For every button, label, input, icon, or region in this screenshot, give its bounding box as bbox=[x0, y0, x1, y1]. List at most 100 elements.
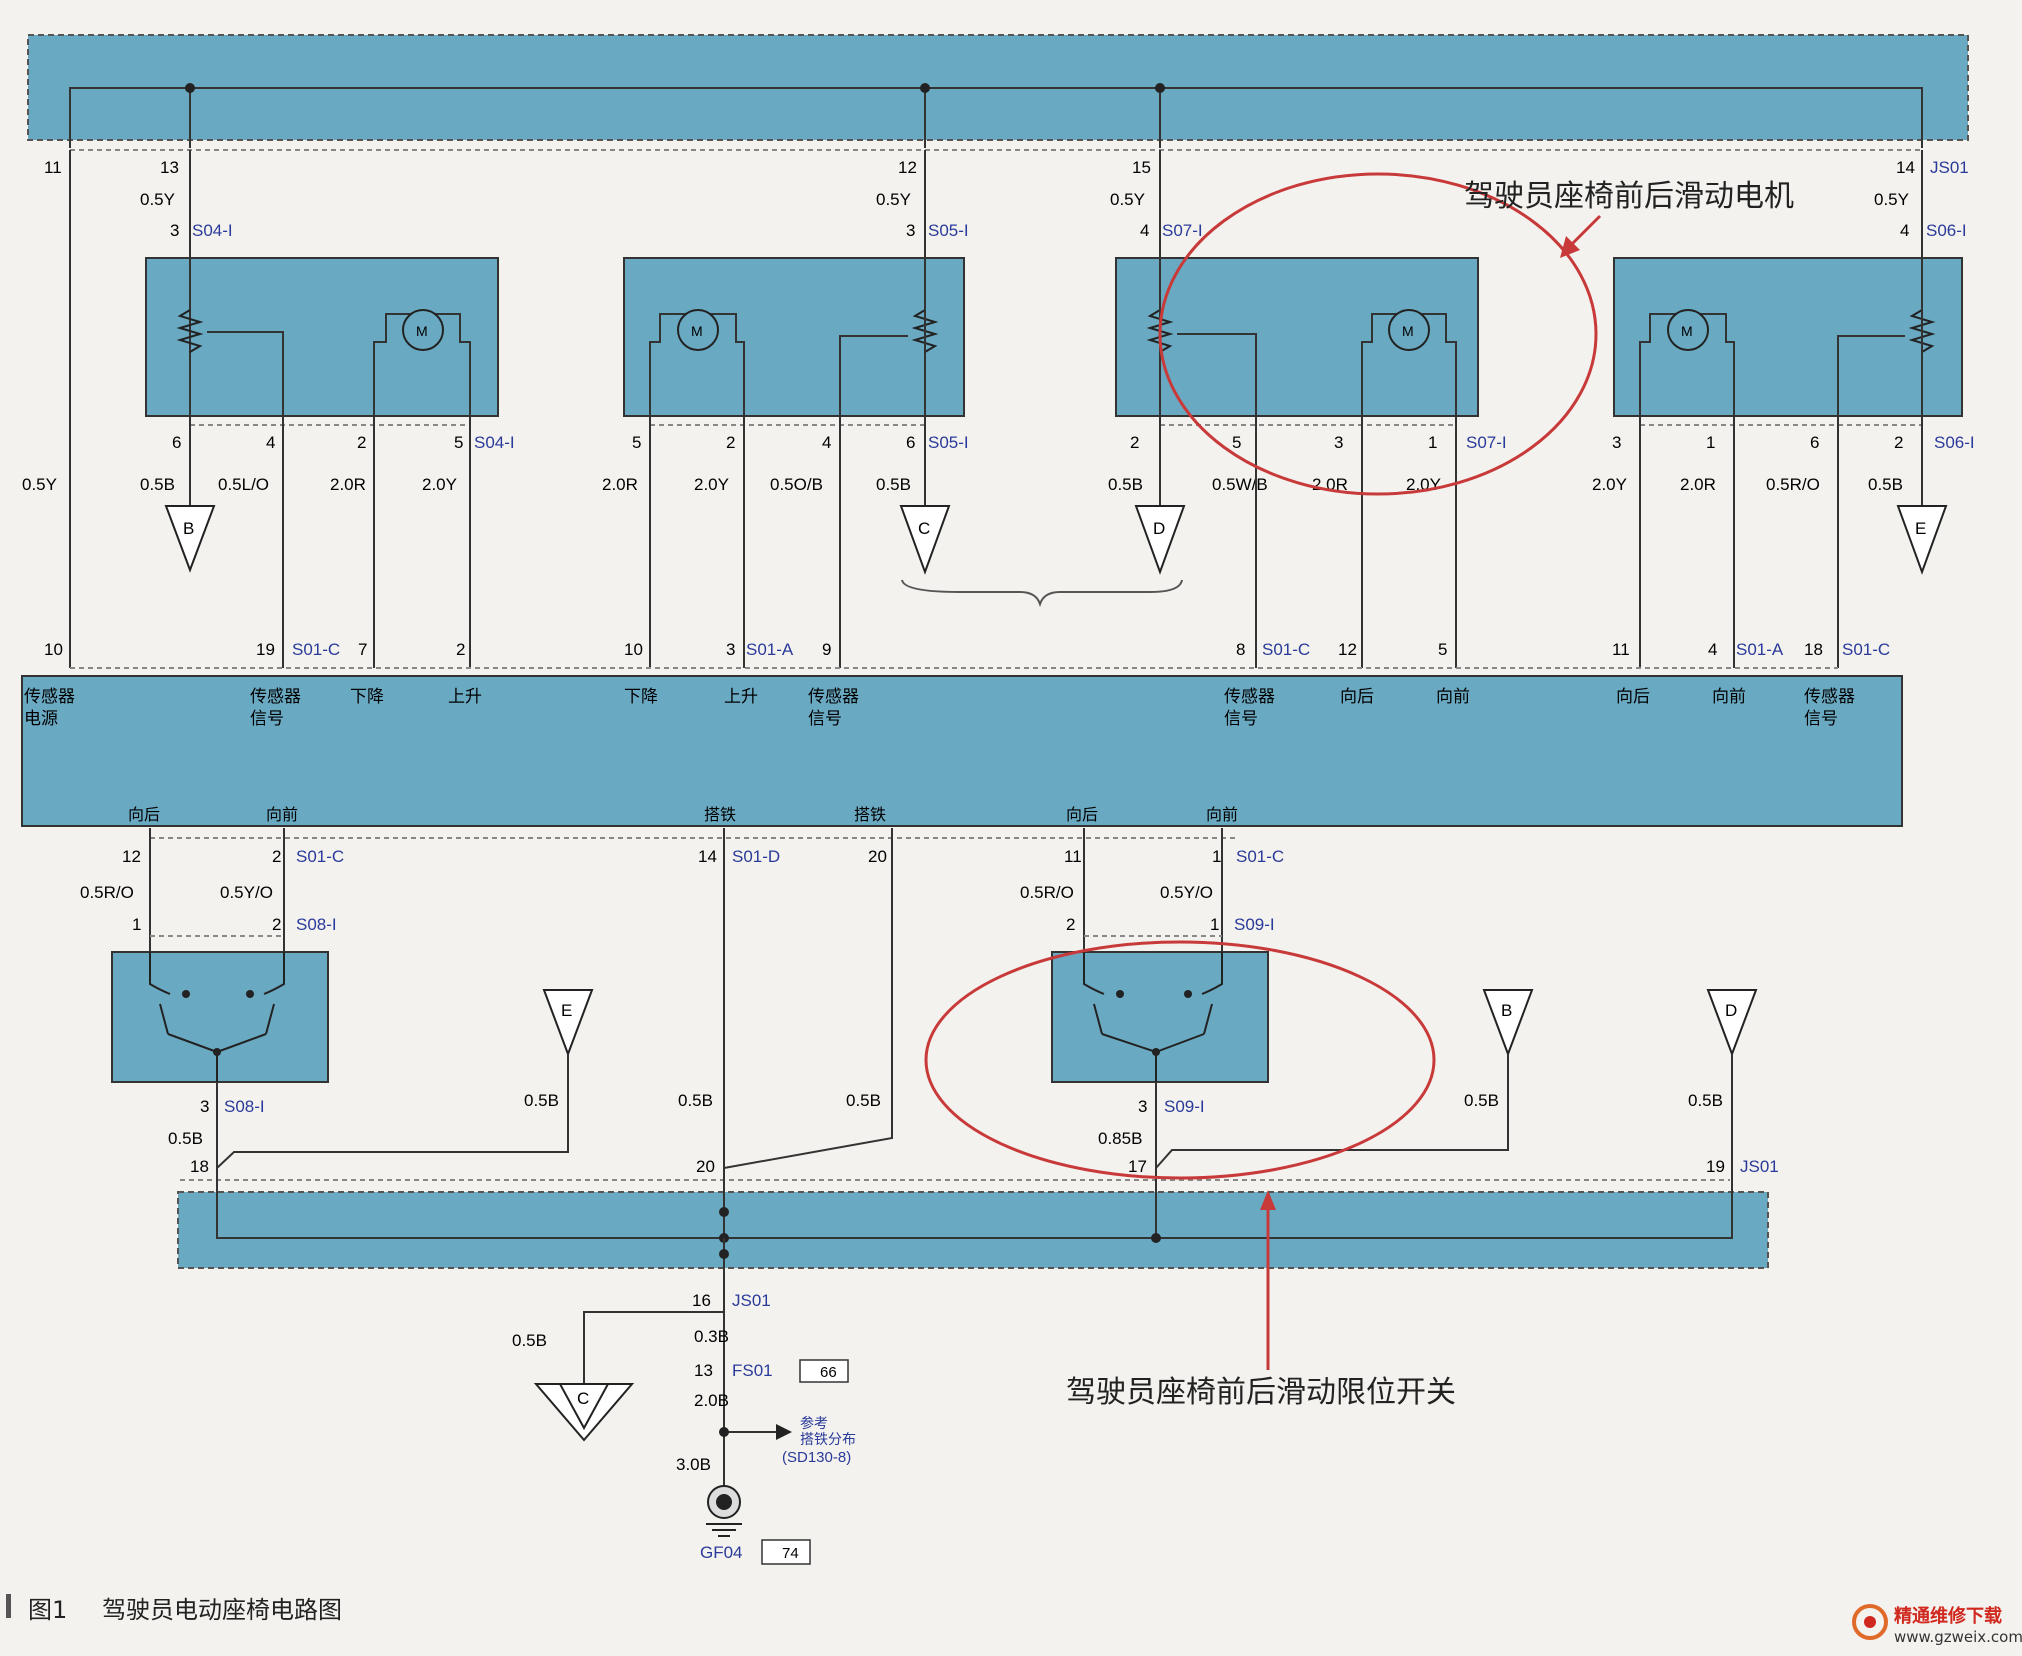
sw2-wire-0.5yo: 0.5Y/O bbox=[1160, 883, 1213, 902]
wire-0.5y-4: 0.5Y bbox=[1874, 190, 1909, 209]
ecu-label-back-4: 向后 bbox=[1066, 805, 1098, 824]
m4-wire-2.0y: 2.0Y bbox=[1592, 475, 1627, 494]
m2-pin-2: 2 bbox=[726, 433, 735, 452]
m2-signal-wires bbox=[649, 420, 841, 668]
seat-control-module bbox=[21, 675, 1903, 827]
sw1-bottom-wire: 0.5B bbox=[168, 1129, 203, 1148]
limit-switch-1 bbox=[111, 951, 329, 1083]
m3-pin-5: 5 bbox=[1232, 433, 1241, 452]
top-pin-14: 14 bbox=[1896, 158, 1915, 177]
caption-bar bbox=[6, 1594, 11, 1618]
watermark-logo-icon bbox=[1852, 1604, 1888, 1640]
gp-page-ref-1: 66 bbox=[820, 1364, 837, 1381]
ecu-label-signal-1: 信号 bbox=[250, 709, 284, 729]
ecu-pin-9: 9 bbox=[822, 640, 831, 659]
e-ref-wire bbox=[216, 1054, 569, 1169]
m4-signal-wires bbox=[1639, 420, 1839, 668]
sw1-wire-0.5yo: 0.5Y/O bbox=[220, 883, 273, 902]
gp-ref-dot bbox=[719, 1427, 729, 1437]
ground-ref-e-bottom bbox=[542, 989, 594, 1057]
top-splice-dot-3 bbox=[1155, 83, 1165, 93]
m2-top-connector: S05-I bbox=[928, 221, 969, 240]
center-splice-pin: 20 bbox=[696, 1157, 715, 1176]
m2-motor-icon bbox=[677, 309, 719, 351]
m3-top-pin: 4 bbox=[1140, 221, 1149, 240]
sw1-pin-2: 2 bbox=[272, 915, 281, 934]
b-ref-wire-label: 0.5B bbox=[1464, 1091, 1499, 1110]
gp-wire-3.0b: 3.0B bbox=[676, 1455, 711, 1474]
ecu-conn-s01c-2: S01-C bbox=[1262, 640, 1310, 659]
ecu-pin-18: 18 bbox=[1804, 640, 1823, 659]
ground-ref-b-top-label: B bbox=[183, 519, 194, 538]
sw1-contact-dots bbox=[182, 990, 254, 1056]
m2-pin-5: 5 bbox=[632, 433, 641, 452]
m4-wire-0.5b: 0.5B bbox=[1868, 475, 1903, 494]
m3-pin-3: 3 bbox=[1334, 433, 1343, 452]
ecu-bpin-14: 14 bbox=[698, 847, 717, 866]
m1-pin-5: 5 bbox=[454, 433, 463, 452]
gp-connector-fs01: FS01 bbox=[732, 1361, 773, 1380]
motor-highlight-ellipse bbox=[1158, 172, 1598, 496]
ecu-label-up-1: 上升 bbox=[448, 687, 482, 707]
ground-ref-b-bottom bbox=[1482, 989, 1534, 1057]
gp-c-wire bbox=[583, 1311, 724, 1384]
b-ref-wire bbox=[1155, 1054, 1509, 1169]
ecu-pin-7: 7 bbox=[358, 640, 367, 659]
m1-pin-4: 4 bbox=[266, 433, 275, 452]
sw1-bottom-connector: S08-I bbox=[224, 1097, 265, 1116]
m4-pin-3: 3 bbox=[1612, 433, 1621, 452]
sw2-pin-1: 1 bbox=[1210, 915, 1219, 934]
m1-wire-2.0y: 2.0Y bbox=[422, 475, 457, 494]
bottom-splice-dot-2 bbox=[1151, 1233, 1161, 1243]
ecu-bpin-11: 11 bbox=[1064, 847, 1082, 866]
left-feed-wire-label: 0.5Y bbox=[22, 475, 57, 494]
wire-0.5y-1: 0.5Y bbox=[140, 190, 175, 209]
motor-callout-arrow-line bbox=[1570, 214, 1602, 246]
m3-wire-0.5b: 0.5B bbox=[1108, 475, 1143, 494]
ecu-label-down-1: 下降 bbox=[350, 687, 384, 707]
top-connector-js01: JS01 bbox=[1930, 158, 1969, 177]
top-pin-15: 15 bbox=[1132, 158, 1151, 177]
top-splice-dot-1 bbox=[185, 83, 195, 93]
m4-wiper bbox=[1837, 335, 1905, 420]
m2-pin-6: 6 bbox=[906, 433, 915, 452]
ecu-label-signal-2: 信号 bbox=[808, 709, 842, 729]
m1-pin-2: 2 bbox=[357, 433, 366, 452]
ecu-bpin-2: 2 bbox=[272, 847, 281, 866]
ground-ref-c-bottom-outline bbox=[558, 1383, 610, 1431]
m3-motor-icon bbox=[1388, 309, 1430, 351]
ecu-conn-s01c-1: S01-C bbox=[292, 640, 340, 659]
m2-wiper bbox=[839, 335, 908, 420]
caption-text: 驾驶员电动座椅电路图 bbox=[102, 1596, 342, 1624]
ecu-bconn-s01c-2: S01-C bbox=[1236, 847, 1284, 866]
m4-wire-2.0r: 2.0R bbox=[1680, 475, 1716, 494]
gp-page-ref-1-box bbox=[799, 1359, 849, 1383]
ecu-bconn-s01c-1: S01-C bbox=[296, 847, 344, 866]
d-ref-wire-label: 0.5B bbox=[1688, 1091, 1723, 1110]
ecu-pin-10b: 10 bbox=[624, 640, 643, 659]
ecu-label-sensor-1: 传感器 bbox=[250, 687, 301, 707]
ground-symbol-inner bbox=[716, 1494, 732, 1510]
sw2-bottom-pin: 3 bbox=[1138, 1097, 1147, 1116]
m2-wire-0.5ob: 0.5O/B bbox=[770, 475, 823, 494]
gp-wire-0.3b: 0.3B bbox=[694, 1327, 729, 1346]
ground-ref-d-top-label: D bbox=[1153, 519, 1165, 538]
ecu-label-sensor-4: 传感器 bbox=[1804, 687, 1855, 707]
bottom-bus-wire bbox=[216, 1168, 1733, 1239]
m2-wire-2.0y: 2.0Y bbox=[694, 475, 729, 494]
motor-callout-arrowhead bbox=[1560, 236, 1580, 258]
ecu-pin-11: 11 bbox=[1612, 640, 1630, 659]
m3-bottom-connector: S07-I bbox=[1466, 433, 1507, 452]
m3-pin-2: 2 bbox=[1130, 433, 1139, 452]
gp-page-ref-2: 74 bbox=[782, 1545, 799, 1562]
right-splice-connector: JS01 bbox=[1740, 1157, 1779, 1176]
m1-motor-label: M bbox=[416, 323, 428, 339]
gp-note-1: 参考 bbox=[800, 1415, 828, 1432]
ecu-label-sensor-power-1: 传感器 bbox=[24, 687, 75, 707]
sw2-bottom-connector: S09-I bbox=[1164, 1097, 1205, 1116]
m2-bottom-connector: S05-I bbox=[928, 433, 969, 452]
ground-brace bbox=[901, 579, 1183, 608]
wire-0.5y-3: 0.5Y bbox=[1110, 190, 1145, 209]
